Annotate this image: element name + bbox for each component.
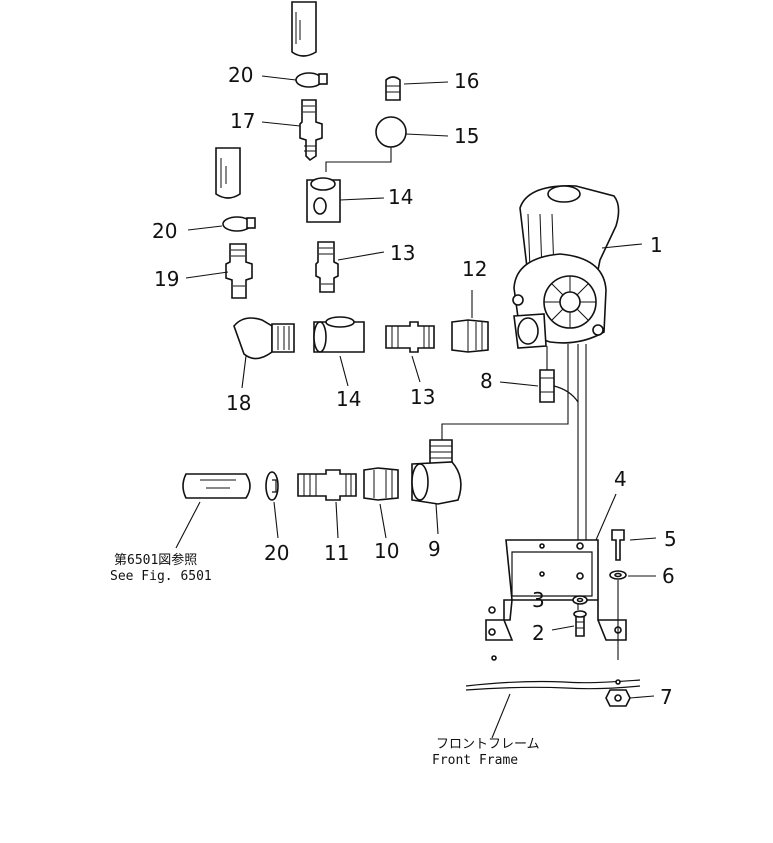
callout-numbers: 20 16 17 15 14 20 1 13 12 19 8 18 14 13 … bbox=[152, 63, 677, 709]
callout-4: 4 bbox=[614, 467, 627, 491]
callout-10: 10 bbox=[374, 539, 399, 563]
assembly-line-9 bbox=[441, 344, 569, 440]
callout-17: 17 bbox=[230, 109, 255, 133]
callout-16: 16 bbox=[454, 69, 479, 93]
callout-6: 6 bbox=[662, 564, 675, 588]
front-frame-label-jp: フロントフレーム bbox=[436, 737, 540, 752]
callout-11: 11 bbox=[324, 541, 349, 565]
hose-nipple-13-vertical bbox=[315, 241, 339, 293]
callout-15: 15 bbox=[454, 124, 479, 148]
callout-5: 5 bbox=[664, 527, 677, 551]
bolt-5 bbox=[611, 529, 625, 561]
callout-13-upper: 13 bbox=[390, 241, 415, 265]
drain-cock-8 bbox=[539, 346, 579, 403]
hose-nipple-19 bbox=[225, 243, 253, 299]
check-ball-15 bbox=[375, 116, 407, 148]
hose-clamp-lower bbox=[265, 471, 279, 501]
callout-20-middle: 20 bbox=[152, 219, 177, 243]
front-frame bbox=[465, 655, 641, 691]
elbow-9 bbox=[411, 439, 462, 505]
elbow-18 bbox=[233, 317, 295, 360]
reference-notes: 第6501図参照 See Fig. 6501 フロントフレーム Front Fr… bbox=[110, 552, 540, 768]
callout-8: 8 bbox=[480, 369, 493, 393]
washer-6 bbox=[609, 570, 627, 580]
callout-9: 9 bbox=[428, 537, 441, 561]
hose-left bbox=[215, 147, 241, 199]
tee-14-lower bbox=[313, 316, 365, 353]
hose-clamp-middle bbox=[222, 216, 256, 232]
callout-7: 7 bbox=[660, 685, 673, 709]
bolt-2 bbox=[573, 610, 587, 637]
tee-14-upper bbox=[306, 177, 341, 223]
leader-see-fig bbox=[175, 501, 201, 549]
hose-lower bbox=[182, 473, 251, 499]
callout-14-lower: 14 bbox=[336, 387, 361, 411]
hose-clamp-top bbox=[295, 72, 328, 88]
nut-12 bbox=[451, 319, 489, 353]
callout-19: 19 bbox=[154, 267, 179, 291]
assembly-line-15 bbox=[325, 147, 392, 172]
callout-1: 1 bbox=[650, 233, 663, 257]
leader-front-frame bbox=[491, 693, 511, 739]
callout-3: 3 bbox=[532, 588, 545, 612]
see-fig-note-en: See Fig. 6501 bbox=[110, 569, 212, 584]
callout-13-lower: 13 bbox=[410, 385, 435, 409]
callout-2: 2 bbox=[532, 621, 545, 645]
hose-upper bbox=[291, 1, 317, 57]
callout-12: 12 bbox=[462, 257, 487, 281]
callout-20-top: 20 bbox=[228, 63, 253, 87]
leader-lines bbox=[185, 75, 657, 699]
nut-7 bbox=[605, 689, 631, 707]
callout-18: 18 bbox=[226, 391, 251, 415]
nut-10 bbox=[363, 467, 399, 501]
front-frame-label-en: Front Frame bbox=[432, 753, 518, 768]
pump-motor-1 bbox=[512, 185, 620, 349]
bracket-4 bbox=[485, 539, 627, 641]
hose-nipple-13-horizontal bbox=[385, 321, 435, 353]
plug-16 bbox=[385, 76, 401, 101]
hose-nipple-11 bbox=[297, 469, 357, 501]
callout-20-lower: 20 bbox=[264, 541, 289, 565]
callout-14-upper: 14 bbox=[388, 185, 413, 209]
lock-washer-3 bbox=[572, 595, 588, 605]
see-fig-note-jp: 第6501図参照 bbox=[114, 552, 197, 568]
hose-nipple-17 bbox=[299, 99, 323, 162]
